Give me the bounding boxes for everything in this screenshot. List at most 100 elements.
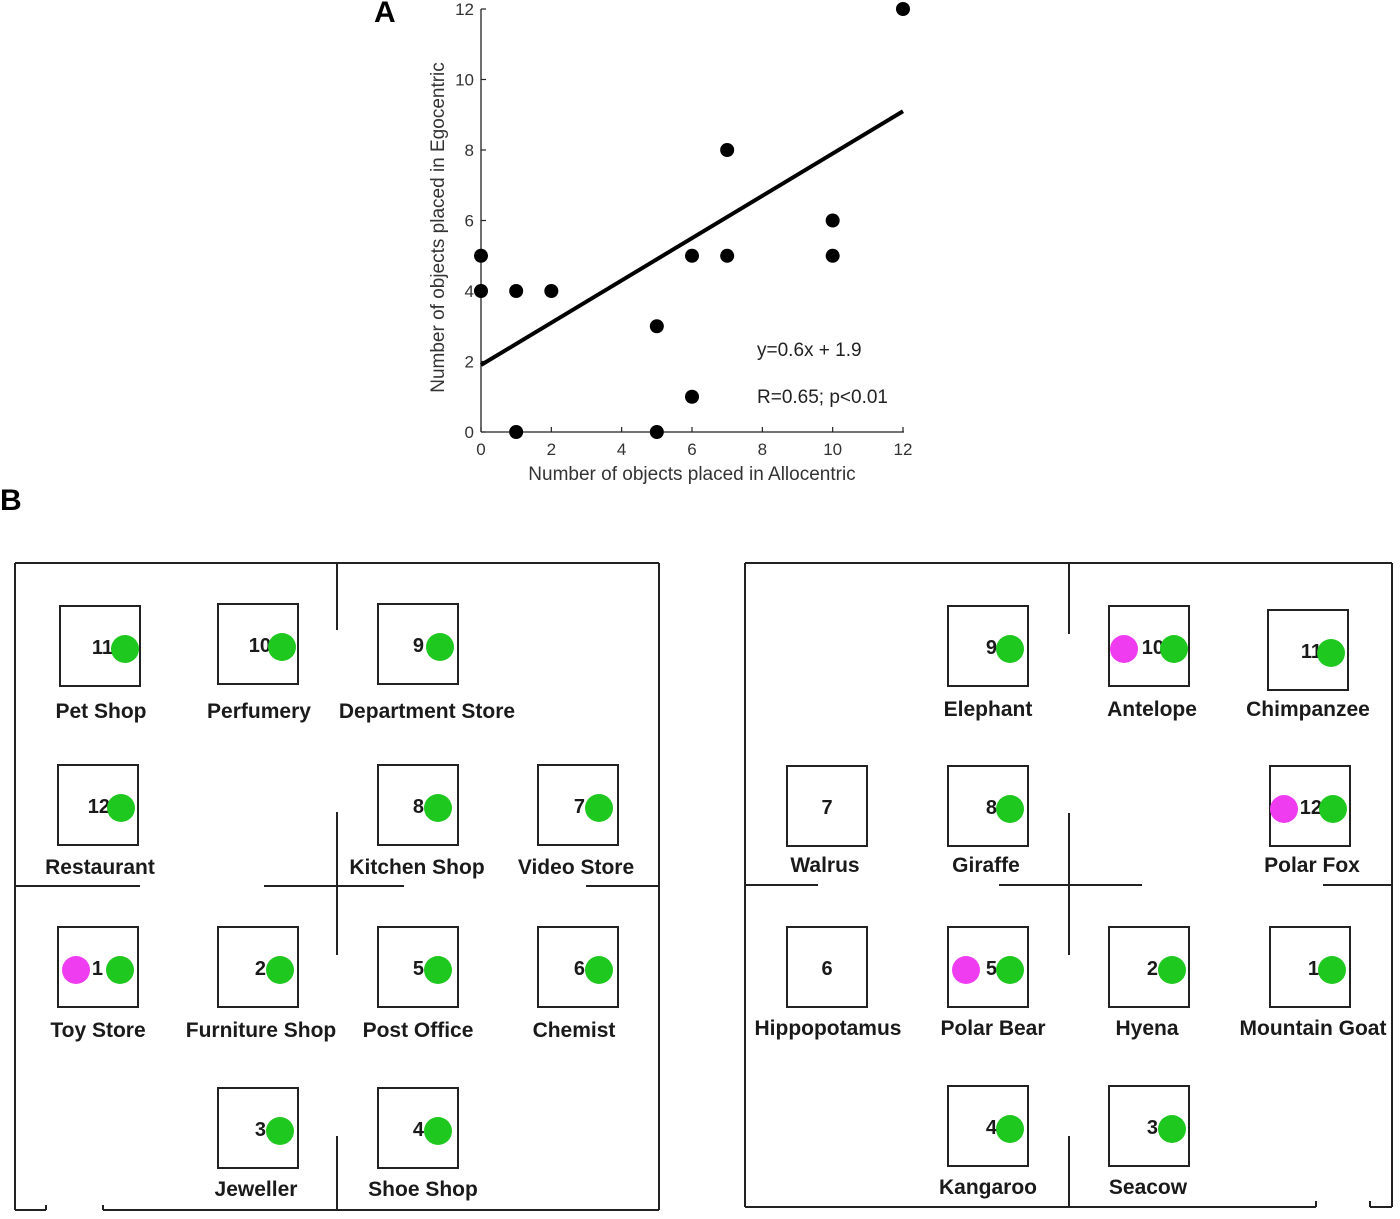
animal-box xyxy=(947,765,1029,847)
store-label: Post Office xyxy=(363,1019,474,1042)
x-tick-label: 0 xyxy=(476,440,485,459)
animal-box xyxy=(1108,605,1190,687)
store-number: 12 xyxy=(88,796,110,818)
animal-label: Antelope xyxy=(1107,698,1197,721)
store-box xyxy=(217,603,299,685)
store-label: Furniture Shop xyxy=(186,1019,337,1042)
data-point xyxy=(685,389,699,404)
green-marker xyxy=(585,794,613,822)
animal-box xyxy=(947,926,1029,1008)
magenta-marker xyxy=(62,956,90,984)
animal-label: Kangaroo xyxy=(939,1176,1037,1199)
data-point xyxy=(825,213,840,228)
animal-number: 6 xyxy=(821,958,832,980)
store-label: Restaurant xyxy=(45,856,155,879)
green-marker xyxy=(996,795,1024,823)
green-marker xyxy=(1317,639,1345,667)
panel-a-letter: A xyxy=(374,0,396,29)
regression-line xyxy=(479,109,905,367)
green-marker xyxy=(266,956,294,984)
green-marker xyxy=(424,794,452,822)
animal-number: 4 xyxy=(986,1117,998,1139)
animal-number: 12 xyxy=(1300,797,1322,819)
animal-label: Elephant xyxy=(944,698,1033,721)
green-marker xyxy=(266,1117,294,1145)
store-label: Department Store xyxy=(339,700,515,723)
x-tick-label: 12 xyxy=(894,440,913,459)
green-marker xyxy=(1319,795,1347,823)
green-marker xyxy=(1158,1115,1186,1143)
store-number: 5 xyxy=(413,958,424,980)
animal-box xyxy=(786,765,868,847)
x-tick-label: 4 xyxy=(617,440,626,459)
animal-box xyxy=(1267,609,1349,691)
store-box xyxy=(377,1087,459,1169)
green-marker xyxy=(424,1117,452,1145)
store-number: 6 xyxy=(574,958,585,980)
store-label: Kitchen Shop xyxy=(349,856,484,879)
store-number: 1 xyxy=(92,958,103,980)
animal-number: 7 xyxy=(821,797,832,819)
green-marker xyxy=(1158,956,1186,984)
store-box xyxy=(537,764,619,846)
store-box xyxy=(377,603,459,685)
data-point xyxy=(649,319,664,334)
animal-label: Polar Bear xyxy=(940,1017,1045,1040)
animal-number: 2 xyxy=(1147,958,1158,980)
data-point xyxy=(825,248,840,263)
store-label: Video Store xyxy=(518,856,634,879)
data-point xyxy=(720,143,735,157)
animal-label: Polar Fox xyxy=(1264,854,1360,877)
store-number: 4 xyxy=(413,1119,425,1141)
y-tick-label: 12 xyxy=(455,0,474,19)
panel-b-letter: B xyxy=(0,484,22,517)
green-marker xyxy=(585,956,613,984)
store-box xyxy=(377,926,459,1008)
animal-label: Hyena xyxy=(1115,1017,1178,1040)
data-point xyxy=(509,425,524,439)
magenta-marker xyxy=(952,956,980,984)
green-marker xyxy=(106,956,134,984)
stats-annotation: R=0.65; p<0.01 xyxy=(757,387,888,408)
data-point xyxy=(685,248,699,263)
store-box xyxy=(537,926,619,1008)
animal-number: 5 xyxy=(986,958,997,980)
data-point xyxy=(720,248,735,263)
store-label: Perfumery xyxy=(207,700,311,723)
animal-number: 3 xyxy=(1147,1117,1158,1139)
data-point xyxy=(896,2,910,16)
equation-annotation: y=0.6x + 1.9 xyxy=(757,340,862,361)
data-point xyxy=(649,425,664,439)
store-number: 9 xyxy=(413,635,424,657)
animal-box xyxy=(1108,926,1190,1008)
store-number: 7 xyxy=(574,796,585,818)
animal-label: Mountain Goat xyxy=(1240,1017,1387,1040)
store-number: 11 xyxy=(92,637,113,659)
y-tick-label: 10 xyxy=(455,71,474,90)
magenta-marker xyxy=(1110,635,1138,663)
green-marker xyxy=(996,1115,1024,1143)
animal-label: Giraffe xyxy=(952,854,1020,877)
x-tick-label: 8 xyxy=(758,440,767,459)
store-box xyxy=(217,1087,299,1169)
store-box xyxy=(217,926,299,1008)
store-label: Chemist xyxy=(533,1019,616,1042)
green-marker xyxy=(1160,635,1188,663)
animal-box xyxy=(1108,1085,1190,1167)
animal-label: Chimpanzee xyxy=(1246,698,1370,721)
green-marker xyxy=(426,633,454,661)
store-box xyxy=(59,605,141,687)
y-tick-label: 6 xyxy=(465,212,474,231)
green-marker xyxy=(1318,956,1346,984)
animal-number: 9 xyxy=(986,637,997,659)
store-box xyxy=(57,926,139,1008)
animal-box xyxy=(1269,926,1351,1008)
x-tick-label: 10 xyxy=(823,440,842,459)
store-box xyxy=(377,764,459,846)
store-number: 2 xyxy=(255,958,266,980)
green-marker xyxy=(111,635,139,663)
green-marker xyxy=(996,956,1024,984)
animal-label: Walrus xyxy=(790,854,859,877)
